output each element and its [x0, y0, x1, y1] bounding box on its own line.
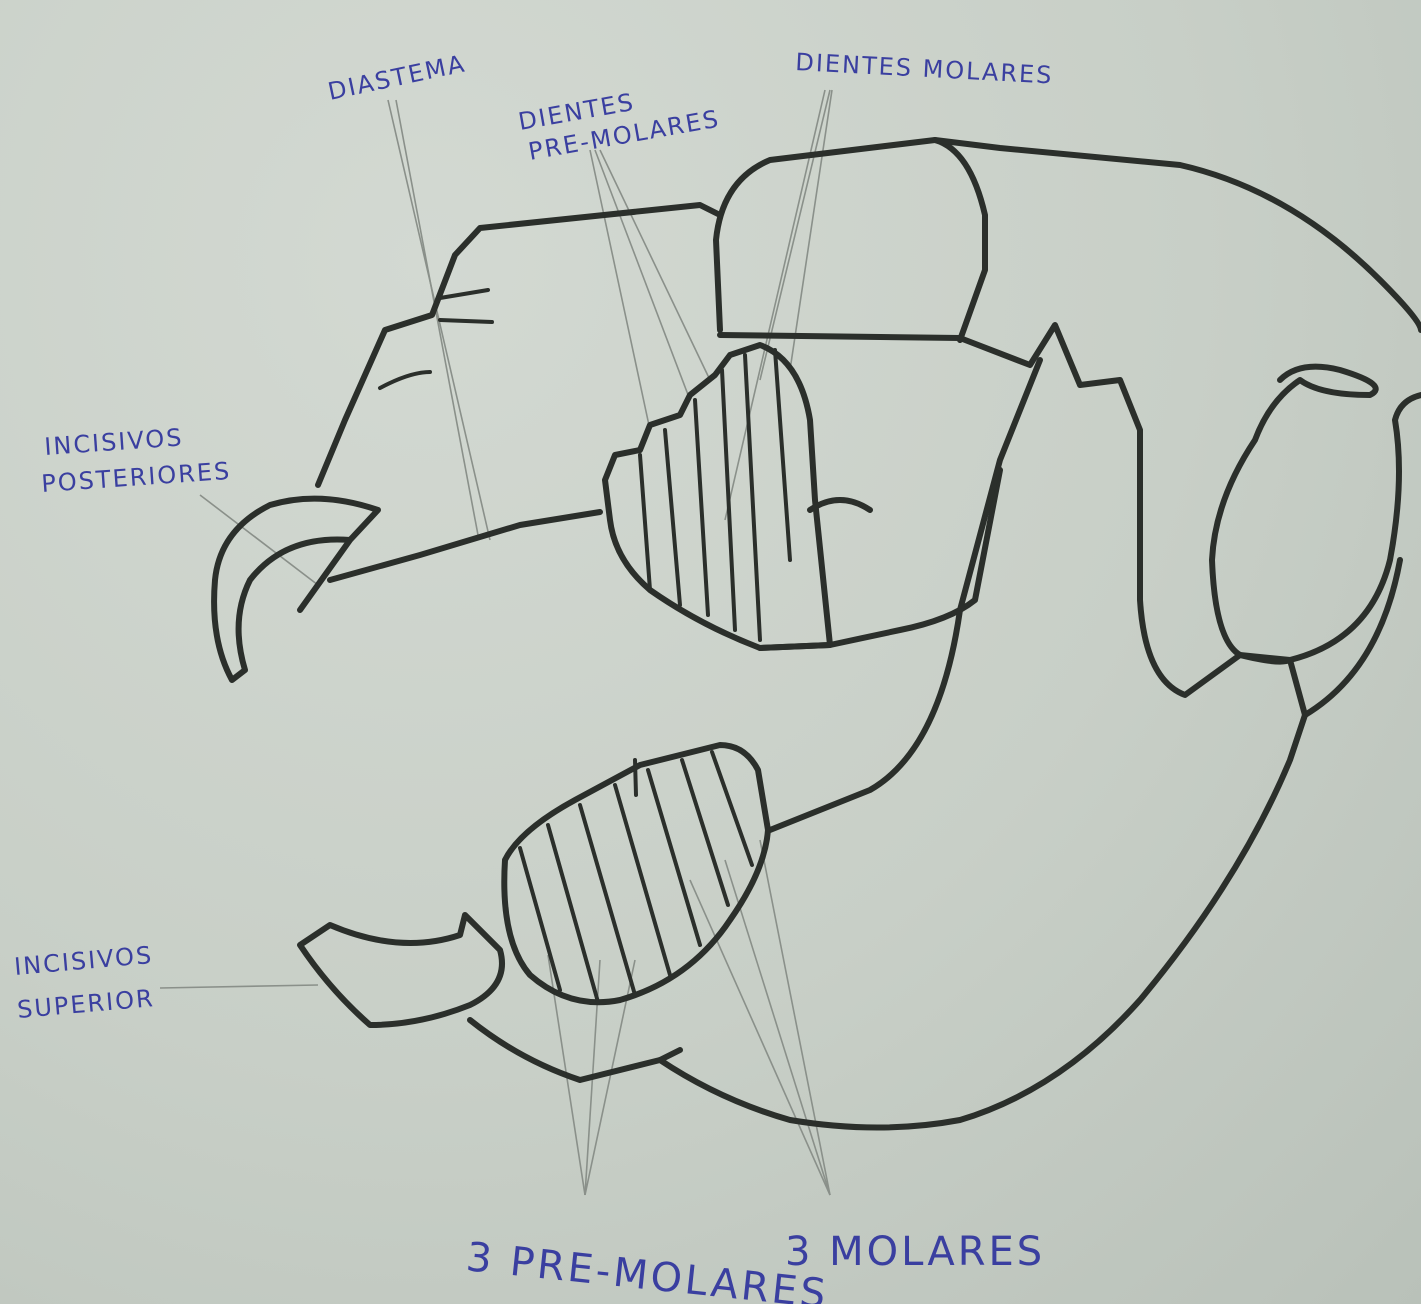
lower-tooth-divider-7	[712, 752, 752, 865]
lower-tooth-cusp	[635, 760, 636, 795]
upper-tooth-divider-4	[722, 370, 735, 630]
lower-incisor	[300, 915, 502, 1025]
leader-3-molares-b	[725, 860, 830, 1195]
tympanic-bulla	[1212, 367, 1421, 662]
nostril-mark-3	[380, 372, 430, 388]
upper-tooth-divider-3	[695, 400, 708, 615]
leader-3-molares-a	[690, 880, 830, 1195]
label-incisivo-superior-1: INCISIVOS	[13, 941, 154, 981]
leader-lines	[160, 90, 832, 1195]
orbit-block	[716, 140, 985, 340]
label-incisivo-superior-2: SUPERIOR	[16, 984, 156, 1024]
label-dientes-molares: DIENTES MOLARES	[795, 48, 1054, 89]
nostril-mark-2	[440, 320, 492, 322]
label-incisivos-posteriores-2: POSTERIORES	[40, 457, 232, 498]
leader-premolares-c	[600, 150, 710, 380]
upper-tooth-divider-1	[640, 455, 650, 590]
upper-cheek-teeth	[605, 345, 830, 648]
skull-rear	[1305, 560, 1400, 715]
mandible	[470, 360, 1305, 1128]
label-3-molares: 3 MOLARES	[785, 1229, 1045, 1275]
nasal-snout-outline	[318, 205, 720, 485]
label-diastema: DIASTEMA	[325, 49, 468, 106]
mandible-angle	[660, 1050, 680, 1060]
label-3-premolares: 3 PRE-MOLARES	[464, 1234, 831, 1304]
annotations: DIASTEMA DIENTES PRE-MOLARES DIENTES MOL…	[13, 48, 1054, 1304]
label-incisivos-posteriores-1: INCISIVOS	[43, 423, 184, 461]
palate-edge	[760, 470, 1000, 648]
skull-cranium	[318, 140, 1421, 715]
upper-tooth-divider-5	[745, 355, 760, 640]
leader-3-molares-c	[760, 840, 830, 1195]
leader-incisivo-superior	[160, 985, 318, 988]
upper-tooth-divider-6	[775, 350, 790, 560]
upper-incisor	[214, 499, 378, 680]
leader-diastema-2	[396, 100, 478, 535]
cranium-top	[935, 140, 1421, 330]
upper-tooth-divider-2	[665, 430, 680, 605]
leader-premolares-b	[595, 150, 690, 400]
nostril-mark-1	[440, 290, 488, 298]
upper-tooth-row-outline	[605, 345, 830, 648]
